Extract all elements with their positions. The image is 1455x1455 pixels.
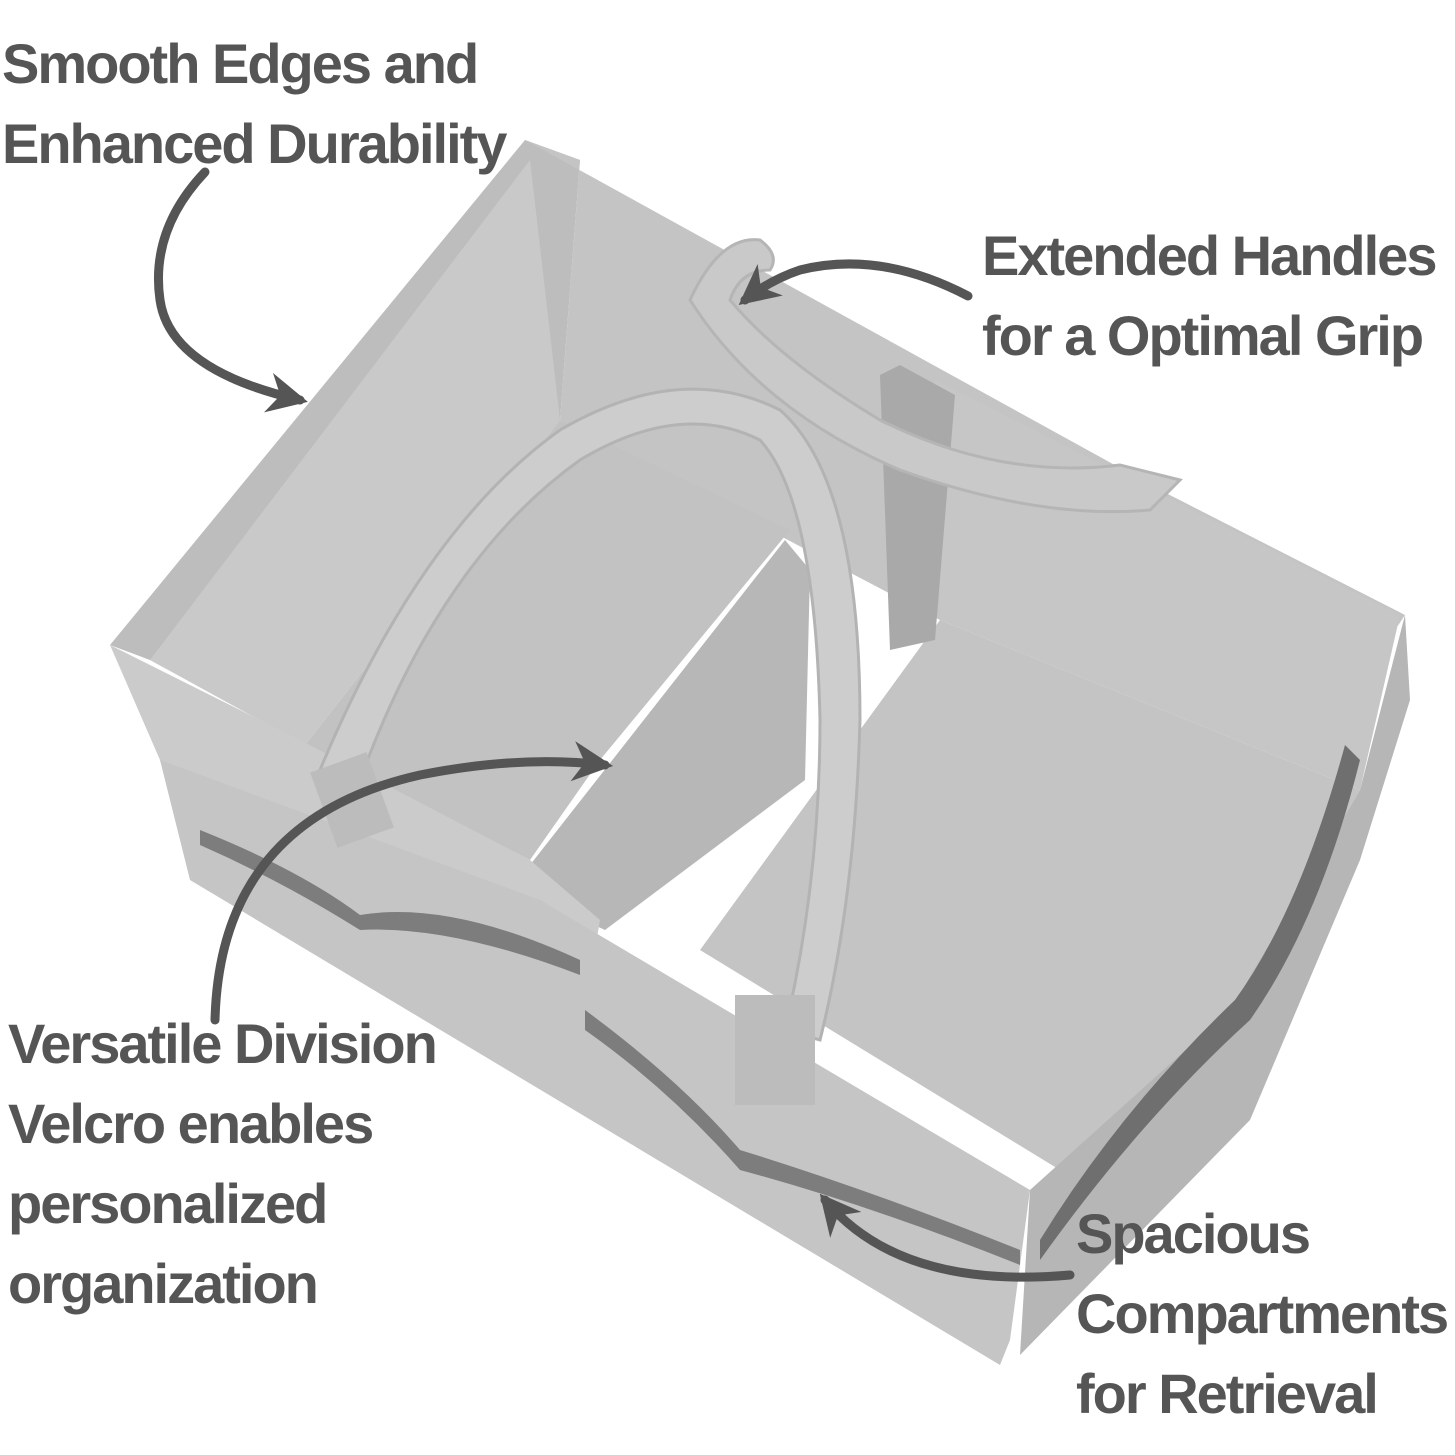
caddy-handle-tab-right [735, 995, 815, 1105]
callout-line: Smooth Edges and [2, 32, 479, 95]
callout-line: personalized [8, 1172, 328, 1235]
caddy-right-floor [700, 620, 1360, 1170]
callout-line: Velcro enables [8, 1092, 374, 1155]
callout-line: for a Optimal Grip [982, 304, 1424, 367]
curved-arrow-icon [738, 259, 973, 306]
callout-line: organization [8, 1252, 319, 1315]
caddy-left-inner-wall [150, 160, 560, 745]
callout-line: Versatile Division [8, 1012, 438, 1075]
callout-compartments: Spacious Compartments for Retrieval [1076, 1194, 1449, 1434]
callout-handles: Extended Handles for a Optimal Grip [982, 216, 1437, 376]
caddy-divider [530, 540, 810, 930]
caddy-front-pocket-right [585, 1010, 1020, 1265]
caddy-front-face [160, 760, 1030, 1365]
caddy-left-floor [305, 420, 790, 860]
curved-arrow-icon [819, 1193, 1075, 1282]
curved-arrow-icon [210, 741, 614, 1025]
caddy-right-end-face [1020, 615, 1410, 1355]
caddy-front-handle [317, 387, 862, 1042]
caddy-side-pocket [1040, 745, 1360, 1260]
callout-division: Versatile Division Velcro enables person… [8, 1004, 438, 1324]
callout-line: for Retrieval [1076, 1362, 1379, 1425]
curved-arrow-icon [153, 167, 308, 413]
caddy-front-pocket-left [200, 830, 580, 975]
callout-line: Enhanced Durability [2, 112, 507, 175]
callout-line: Extended Handles [982, 224, 1437, 287]
callout-line: Compartments [1076, 1282, 1449, 1345]
callout-line: Spacious [1076, 1202, 1311, 1265]
callout-durability: Smooth Edges and Enhanced Durability [2, 24, 507, 184]
